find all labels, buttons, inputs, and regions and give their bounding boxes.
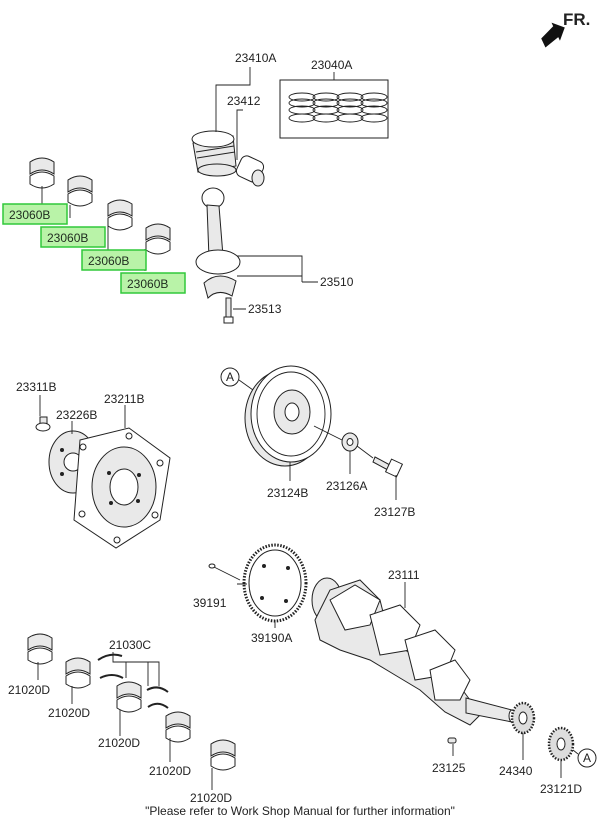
flexplate-bolt — [35, 416, 51, 432]
part-label-23040A: 23040A — [311, 58, 352, 72]
thrust-washers — [97, 653, 169, 709]
part-label-21020D-1: 21020D — [8, 683, 50, 697]
part-label-21020D-2: 21020D — [48, 706, 90, 720]
connecting-rod-bolt — [223, 297, 234, 324]
crankshaft-gear — [510, 701, 536, 735]
rod-bearing-shells — [29, 157, 171, 255]
part-label-39191: 39191 — [193, 596, 227, 610]
ring-gear-pin — [208, 563, 241, 581]
part-label-23311B: 23311B — [16, 380, 56, 394]
part-label-23060B-3[interactable]: 23060B — [88, 254, 129, 268]
woodruff-key — [447, 737, 457, 744]
part-label-23060B-4[interactable]: 23060B — [127, 277, 168, 291]
piston-pin — [235, 155, 265, 187]
part-label-23412: 23412 — [227, 94, 261, 108]
part-label-23111: 23111 — [388, 568, 420, 582]
reference-mark-a-2 — [577, 748, 597, 768]
reference-mark-a-label: A — [226, 370, 234, 384]
part-label-21020D-5: 21020D — [190, 791, 232, 805]
part-label-23125: 23125 — [432, 761, 466, 775]
front-label: FR. — [563, 10, 590, 29]
pulley-washer — [341, 432, 359, 452]
crankshaft-damper-pulley — [244, 365, 332, 467]
footer-note: "Please refer to Work Shop Manual for fu… — [145, 804, 455, 818]
part-label-23226B: 23226B — [56, 408, 97, 422]
crankshaft — [311, 577, 516, 726]
part-label-23060B-1[interactable]: 23060B — [9, 208, 50, 222]
part-label-23060B-2[interactable]: 23060B — [47, 231, 88, 245]
flexplate — [73, 427, 171, 549]
crankshaft-sprocket — [547, 726, 575, 762]
part-label-21030C: 21030C — [109, 638, 151, 652]
part-label-23510: 23510 — [320, 275, 354, 289]
part-label-23127B: 23127B — [374, 505, 415, 519]
part-label-23126A: 23126A — [326, 479, 367, 493]
part-label-23121D: 23121D — [540, 782, 582, 796]
connecting-rod — [195, 187, 241, 299]
part-label-23211B: 23211B — [104, 392, 144, 406]
part-label-23513: 23513 — [248, 302, 282, 316]
part-label-39190A: 39190A — [251, 631, 292, 645]
part-label-23410A: 23410A — [235, 51, 276, 65]
part-label-24340: 24340 — [499, 764, 533, 778]
front-direction-arrow-icon — [541, 22, 565, 48]
main-bearing-shells — [27, 633, 236, 771]
piston-ring-set — [279, 79, 389, 139]
reference-mark-a — [220, 367, 240, 387]
piston — [191, 130, 237, 177]
pulley-bolt — [372, 456, 404, 478]
ring-gear — [242, 543, 308, 623]
part-label-23124B: 23124B — [267, 486, 308, 500]
reference-mark-a-2-label: A — [583, 751, 591, 765]
part-label-21020D-3: 21020D — [98, 736, 140, 750]
part-label-21020D-4: 21020D — [149, 764, 191, 778]
